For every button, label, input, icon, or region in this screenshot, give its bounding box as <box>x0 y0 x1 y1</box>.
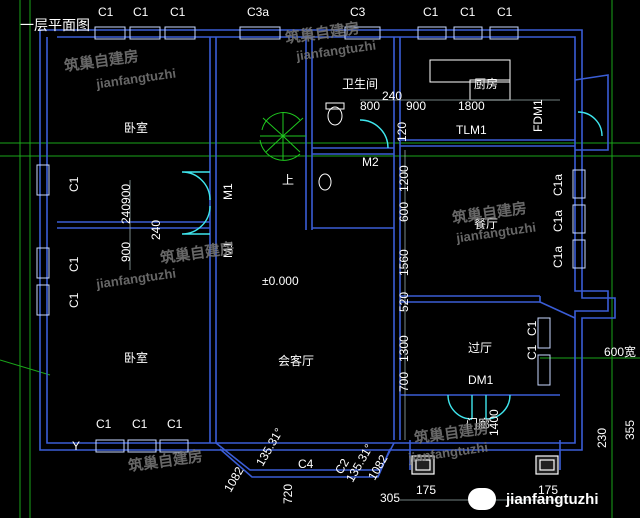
room-bathroom: 卫生间 <box>342 77 379 91</box>
label-c1a: C1a <box>551 173 565 196</box>
label-c1a: C1a <box>551 209 565 232</box>
dim: 240 <box>382 89 403 103</box>
label-c3: C3 <box>350 5 366 19</box>
stair-up: 上 <box>282 173 295 187</box>
dim: 1200 <box>397 165 411 192</box>
dimension-lines <box>129 99 560 501</box>
dim: 900 <box>406 99 427 113</box>
label-tlm1: TLM1 <box>456 123 487 137</box>
side-600-label: 600宽 <box>604 345 637 359</box>
label-c1: C1 <box>170 5 186 19</box>
dim: 1800 <box>458 99 485 113</box>
label-c1: C1 <box>525 344 539 360</box>
label-c1: C1 <box>167 417 183 431</box>
label-c1: C1 <box>67 256 81 272</box>
label-m1: M1 <box>221 183 235 200</box>
label-c1: C1 <box>67 292 81 308</box>
dim: 1300 <box>397 335 411 362</box>
dim: 175 <box>538 483 559 497</box>
dim: 900 <box>119 241 133 262</box>
walls <box>39 29 616 478</box>
wall-240: 240 <box>149 219 163 240</box>
label-m2: M2 <box>362 155 379 169</box>
label-c1: C1 <box>460 5 476 19</box>
room-entry: 门廊 <box>466 417 491 431</box>
label-c1a: C1a <box>551 245 565 268</box>
label-c1: C1 <box>96 417 112 431</box>
room-hall: 过厅 <box>468 341 493 355</box>
room-kitchen: 厨房 <box>474 77 499 91</box>
room-bedroom-top: 卧室 <box>124 121 149 135</box>
label-c1: C1 <box>67 176 81 192</box>
elevation-mark: ±0.000 <box>262 274 299 288</box>
dim: 520 <box>397 291 411 312</box>
room-living: 会客厅 <box>278 354 315 368</box>
label-fdm1: FDM1 <box>531 99 545 132</box>
dim: 700 <box>397 371 411 392</box>
dim: 1560 <box>397 249 411 276</box>
label-c4: C4 <box>298 457 314 471</box>
dim: 305 <box>380 491 401 505</box>
label-c1: C1 <box>98 5 114 19</box>
drawing-title: 一层平面图 <box>20 18 90 34</box>
windows <box>36 26 586 453</box>
stair <box>259 112 306 161</box>
dim: 1400 <box>487 409 501 436</box>
room-dining: 餐厅 <box>474 217 499 231</box>
brand-badge <box>468 488 496 510</box>
dim: 600 <box>397 201 411 222</box>
dim: 800 <box>360 99 381 113</box>
label-y: Y <box>72 439 81 453</box>
label-c1: C1 <box>497 5 513 19</box>
label-c1: C1 <box>132 417 148 431</box>
label-c1: C1 <box>525 320 539 336</box>
column-bases <box>411 455 559 475</box>
brand-watermark: jianfangtuzhi <box>506 491 599 508</box>
dim: 230 <box>595 427 609 448</box>
doors <box>181 111 603 420</box>
label-c1: C1 <box>133 5 149 19</box>
fixtures <box>318 59 511 191</box>
dim: 720 <box>281 483 295 504</box>
dim: 120 <box>395 121 409 142</box>
label-c3a: C3a <box>247 5 270 19</box>
dim: 355 <box>623 419 637 440</box>
room-bedroom-bottom: 卧室 <box>124 351 149 365</box>
dim: 175 <box>416 483 437 497</box>
label-dm1: DM1 <box>468 373 494 387</box>
dim: 240900 <box>119 183 133 224</box>
label-c1: C1 <box>423 5 439 19</box>
